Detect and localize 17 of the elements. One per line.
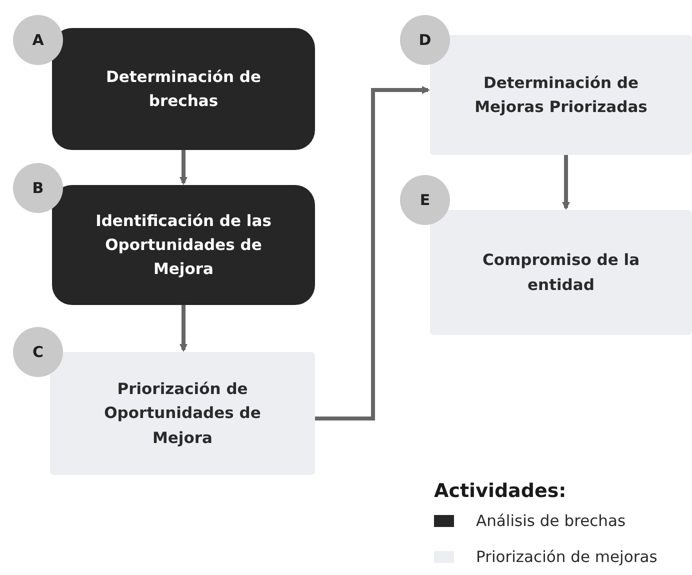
process-box: Determinación de Mejoras Priorizadas [430,35,692,155]
step-letter-circle: B [13,163,63,213]
process-box: Determinación de brechas [52,28,315,150]
process-box: Compromiso de la entidad [430,210,692,335]
legend-text: Análisis de brechas [476,512,626,530]
process-box: Priorización de Oportunidades de Mejora [50,352,315,475]
arrow [562,155,570,210]
arrow [315,86,430,420]
step-letter-circle: A [13,15,63,65]
step-letter-circle: C [13,327,63,377]
arrow [180,150,188,185]
legend-text: Priorización de mejoras [476,548,658,566]
step-letter-circle: E [400,175,450,225]
legend-title: Actividades: [434,480,566,502]
arrow [180,305,188,352]
step-letter-circle: D [400,15,450,65]
process-box: Identificación de las Oportunidades de Mejora [52,185,315,305]
